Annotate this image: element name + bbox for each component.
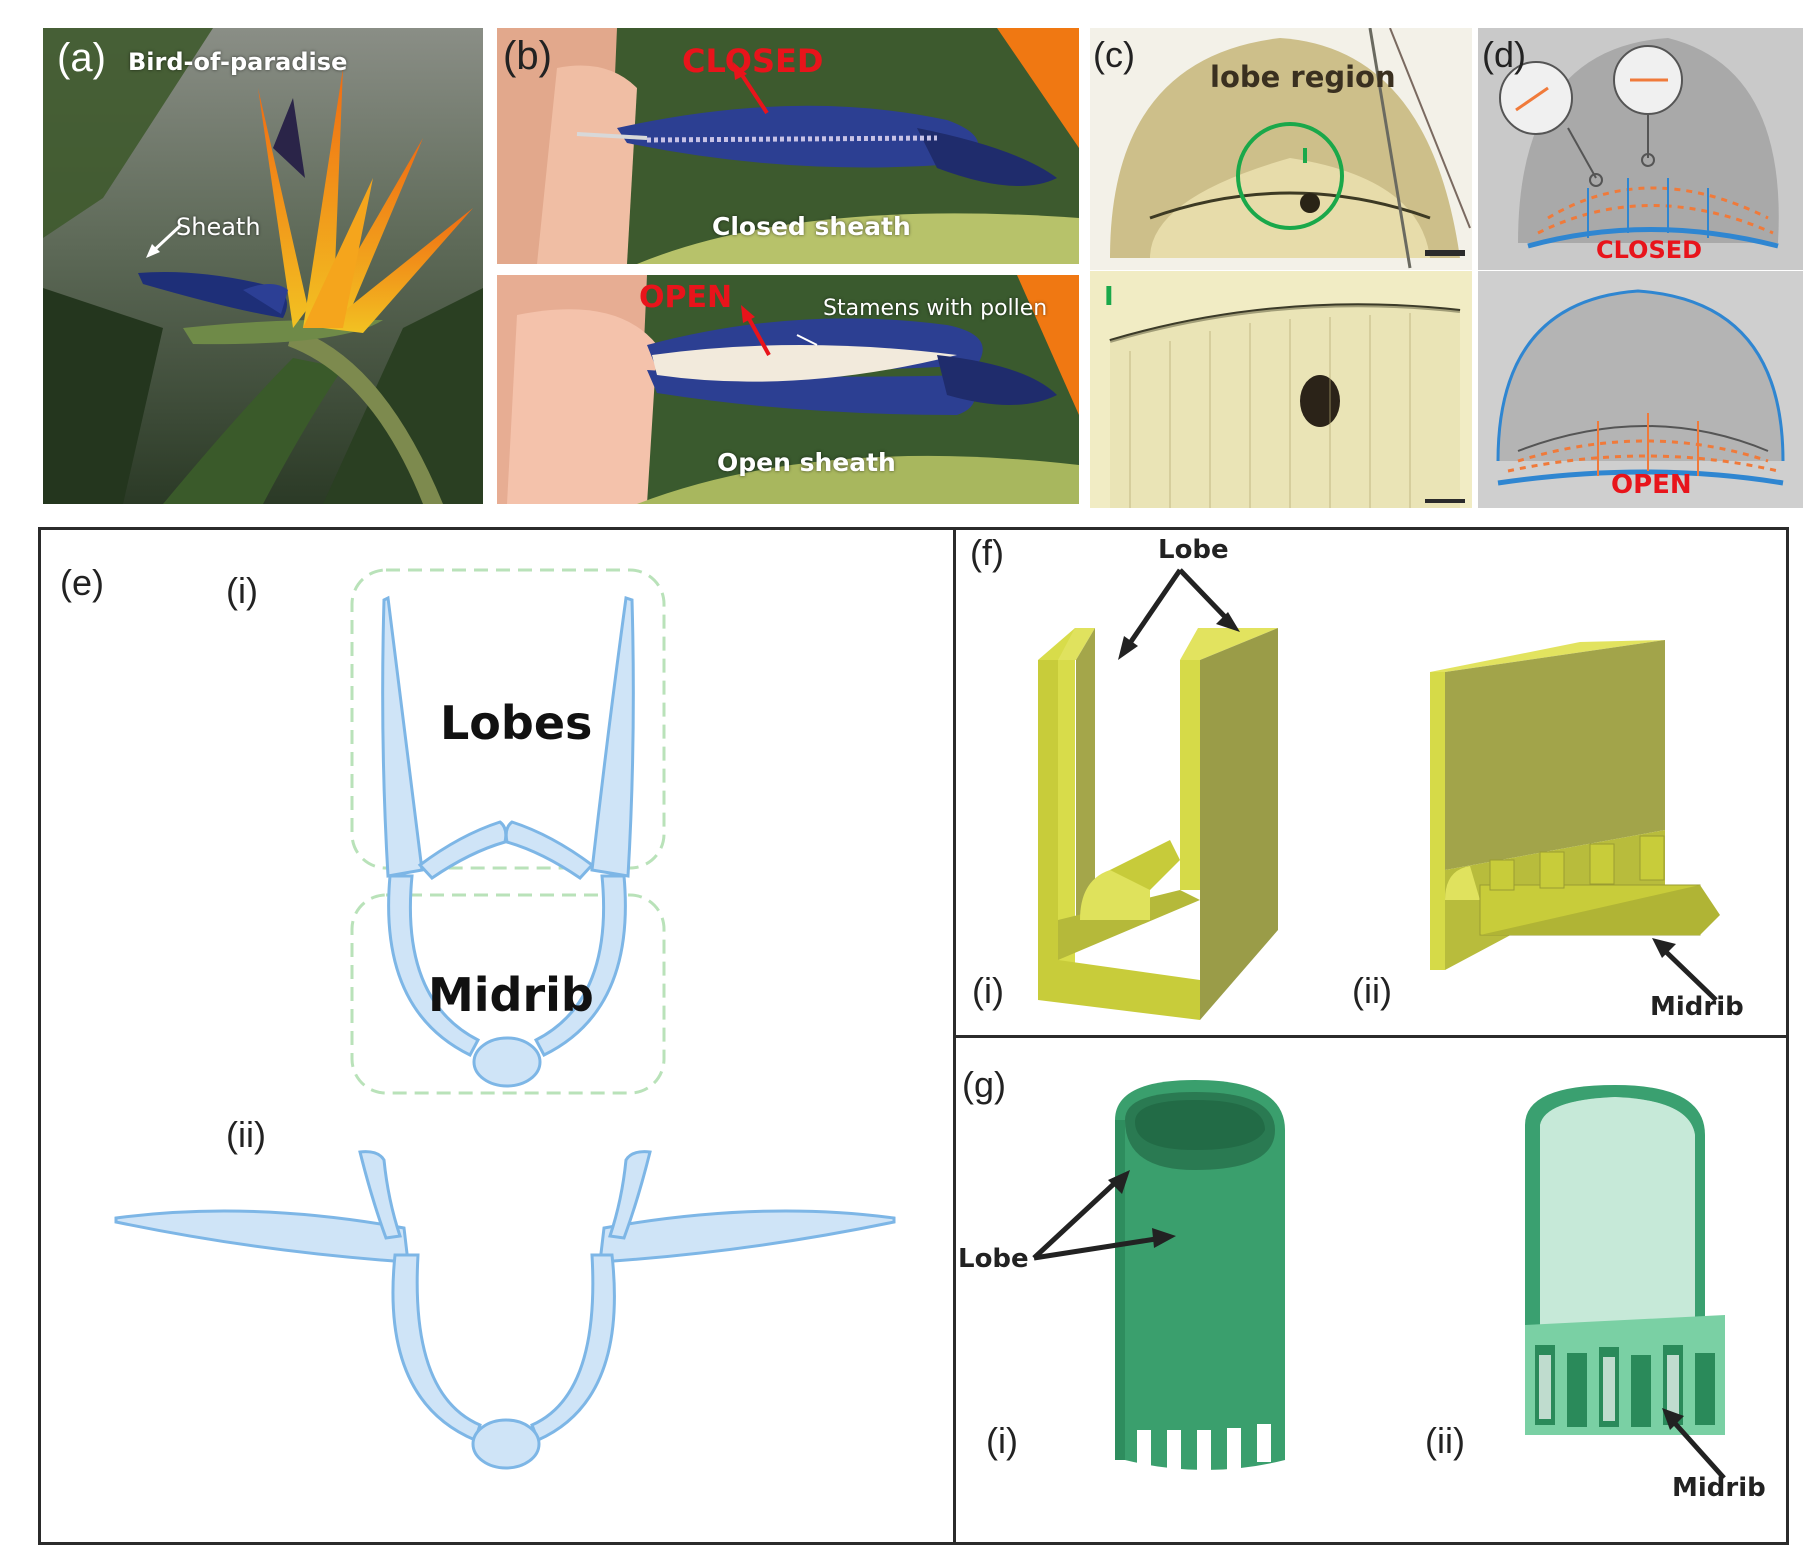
open-sheath-photo [497,275,1079,504]
panel-e-sub-ii: (ii) [226,1114,266,1155]
midrib-word: Midrib [428,968,594,1022]
right-lobe-open [598,1209,896,1264]
panel-a-photo [43,28,483,504]
left-stub-open [358,1150,402,1240]
midrib-region-box [350,893,666,1095]
midrib-closed-arc-right [533,874,627,1057]
sheath-label: Sheath [176,213,261,241]
panel-e-sub-i: (i) [226,570,258,611]
panel-b-bottom-photo [497,275,1079,504]
panel-b-label: (b) [503,34,552,78]
left-lobe-wing [417,820,508,880]
right-stub-open [608,1150,652,1240]
lobe-region-label: lobe region [1210,60,1396,94]
closed-lobe-strain-map [1478,28,1803,270]
panel-e-label: (e) [60,562,104,603]
panel-f-sub-ii: (ii) [1352,970,1392,1011]
panel-b-closed-word: CLOSED [682,42,824,80]
panel-f-lobe-callout: Lobe [1158,535,1229,565]
stamens-label: Stamens with pollen [823,296,1048,321]
panel-g-lobe-callout: Lobe [958,1244,1029,1274]
panel-g-sub-i: (i) [986,1420,1018,1461]
midrib-node-closed [472,1036,542,1088]
panel-f-midrib-callout: Midrib [1650,992,1744,1022]
lobe-region-inset-micrograph [1090,271,1472,508]
panel-d-closed-word: CLOSED [1596,236,1703,264]
panel-f-sub-i: (i) [972,970,1004,1011]
right-lobe-closed [590,596,635,878]
panel-g-midrib-callout: Midrib [1672,1473,1766,1503]
panel-b-open-word: OPEN [639,280,733,315]
left-lobe-closed [381,595,424,878]
midrib-node-open [471,1418,541,1470]
panel-f-label: (f) [970,532,1004,573]
panel-g-label: (g) [962,1064,1006,1105]
panel-d-top-photo [1478,28,1803,270]
sheath-cross-section-diagram [114,568,896,1470]
panel-b-open-caption: Open sheath [717,448,896,477]
panel-c-label: (c) [1093,34,1135,75]
lobes-region-box [350,568,666,870]
panel-g-sub-ii: (ii) [1425,1420,1465,1461]
green-model-ii [1525,1085,1725,1435]
lobe-region-micrograph [1090,28,1472,270]
yellow-model-ii [1430,640,1720,970]
panel-d-label: (d) [1482,34,1526,75]
yellow-model-ii-midrib-arrow [1652,938,1718,1002]
sheath-pointer-arrow [146,224,182,258]
yellow-model-i [1038,628,1278,1020]
left-lobe-open [114,1209,410,1264]
closed-sheath-photo [497,28,1079,264]
panel-a-title: Bird-of-paradise [128,48,348,76]
midrib-closed-arc [387,874,481,1057]
midrib-open-arc-left [391,1253,482,1443]
panel-d-open-word: OPEN [1611,470,1692,500]
panel-a-label: (a) [57,36,106,80]
green-model-i [1115,1080,1285,1474]
green-model-i-lobe-arrows [1032,1170,1176,1261]
panel-b-top-photo [497,28,1079,264]
panel-g-frame [953,1035,1789,1545]
inset-marker-label: I [1104,282,1114,312]
lobes-word: Lobes [440,696,593,750]
panel-c-bottom-photo [1090,271,1472,508]
bird-of-paradise-photo [43,28,483,504]
panel-b-closed-caption: Closed sheath [712,212,911,241]
yellow-model-i-lobe-arrows [1118,568,1240,660]
panel-d-bottom-photo [1478,271,1803,508]
panel-c-top-photo [1090,28,1472,270]
green-model-ii-midrib-arrow [1662,1408,1726,1480]
midrib-open-arc-right [530,1253,616,1443]
open-lobe-strain-map [1478,271,1803,508]
right-lobe-wing [504,820,595,880]
